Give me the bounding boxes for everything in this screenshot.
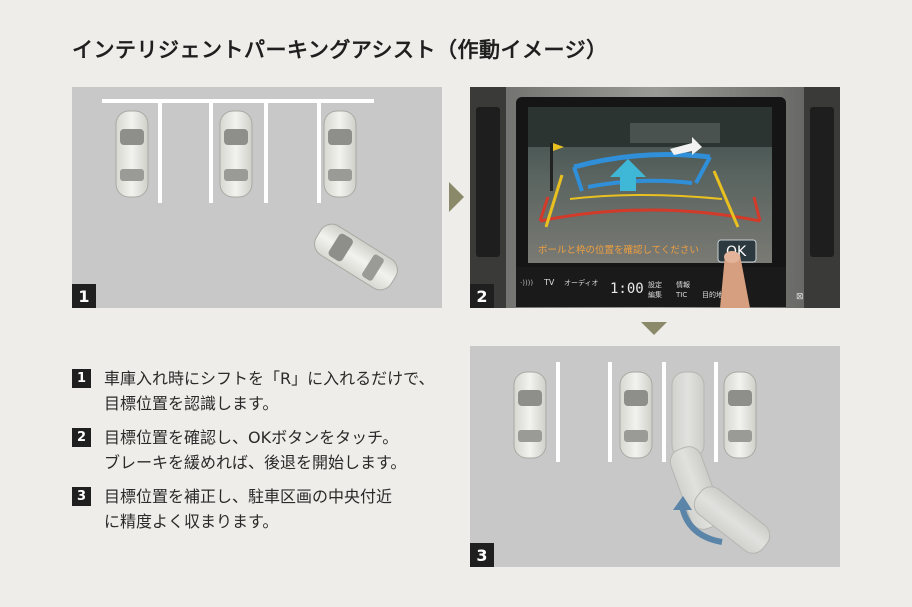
info-button-line2[interactable]: TIC — [675, 291, 687, 299]
step-number-badge: 1 — [72, 369, 91, 388]
mail-icon: ⊠ — [796, 292, 804, 302]
parking-line — [158, 99, 162, 203]
panel-step-2: ポールと枠の位置を確認してください OK ·)))) TV オーディオ 1:00… — [470, 87, 840, 308]
step-line: 目標位置を認識します。 — [104, 394, 279, 413]
step-number-badge: 3 — [72, 487, 91, 506]
finger-icon — [720, 251, 750, 308]
step-description: 車庫入れ時にシフトを「R」に入れるだけで、 目標位置を認識します。 — [104, 366, 434, 416]
parked-car — [219, 110, 253, 198]
step-number-badge: 2 — [72, 428, 91, 447]
parked-car — [115, 110, 149, 198]
step-line: 目標位置を補正し、駐車区画の中央付近 — [104, 487, 393, 506]
parking-line — [209, 99, 213, 203]
step-line: に精度よく収まります。 — [104, 512, 279, 531]
tv-button[interactable]: TV — [543, 278, 555, 287]
parked-car — [723, 371, 757, 459]
step-description: 目標位置を確認し、OKボタンをタッチ。 ブレーキを緩めれば、後退を開始します。 — [104, 425, 406, 475]
settings-button-line1[interactable]: 設定 — [648, 280, 662, 289]
parking-lot-scene-1 — [102, 99, 398, 291]
flow-arrow-right — [449, 182, 464, 212]
step-line: 目標位置を確認し、OKボタンをタッチ。 — [104, 428, 399, 447]
step-line: 車庫入れ時にシフトを「R」に入れるだけで、 — [104, 369, 435, 388]
step-number-badge: 1 — [72, 284, 96, 308]
list-item: 2 目標位置を確認し、OKボタンをタッチ。 ブレーキを緩めれば、後退を開始します… — [72, 425, 452, 475]
destination-button[interactable]: 目的地 — [702, 290, 723, 299]
list-item: 1 車庫入れ時にシフトを「R」に入れるだけで、 目標位置を認識します。 — [72, 366, 452, 416]
parked-car — [619, 371, 653, 459]
step-list: 1 車庫入れ時にシフトを「R」に入れるだけで、 目標位置を認識します。 2 目標… — [72, 366, 452, 543]
panel-step-3: 3 — [470, 346, 840, 567]
signal-indicator: ·)))) — [520, 279, 533, 287]
adjust-arrow — [670, 137, 702, 155]
step-number-badge: 3 — [470, 543, 494, 567]
target-frame-blue — [573, 152, 711, 170]
parking-line — [556, 362, 560, 462]
parking-lot-scene-3 — [513, 362, 771, 554]
parking-line — [317, 99, 321, 203]
parked-car — [323, 110, 357, 198]
parking-line — [608, 362, 612, 462]
page-title: インテリジェントパーキングアシスト（作動イメージ） — [72, 38, 608, 62]
parked-car — [513, 371, 547, 459]
motion-arrow — [679, 505, 723, 545]
step-description: 目標位置を補正し、駐車区画の中央付近 に精度よく収まります。 — [104, 484, 392, 534]
audio-button[interactable]: オーディオ — [564, 278, 599, 287]
own-car — [314, 223, 398, 291]
car-trail — [669, 371, 771, 554]
settings-button-line2[interactable]: 編集 — [648, 290, 662, 299]
pole-marker — [553, 143, 564, 151]
flow-arrow-down — [641, 322, 667, 335]
dashboard-display: ポールと枠の位置を確認してください OK ·)))) TV オーディオ 1:00… — [470, 87, 840, 308]
panel-step-1: 1 — [72, 87, 442, 308]
parking-line — [662, 362, 666, 462]
direction-arrow — [610, 159, 646, 191]
info-button-line1[interactable]: 情報 — [676, 280, 690, 289]
parking-line — [714, 362, 718, 462]
guide-message: ポールと枠の位置を確認してください — [538, 244, 699, 256]
clock-display: 1:00 — [610, 281, 644, 297]
guide-line-yellow — [544, 174, 564, 228]
step-number-badge: 2 — [470, 284, 494, 308]
step-line: ブレーキを緩めれば、後退を開始します。 — [104, 453, 407, 472]
list-item: 3 目標位置を補正し、駐車区画の中央付近 に精度よく収まります。 — [72, 484, 452, 534]
parking-line — [102, 99, 374, 103]
parking-line — [264, 99, 268, 203]
